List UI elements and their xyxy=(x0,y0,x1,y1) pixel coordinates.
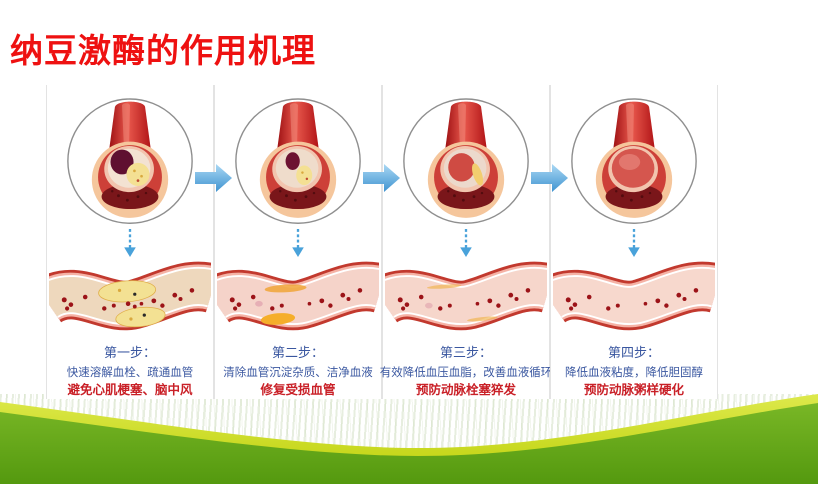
partially-cleared-artery-cross-section-illustration xyxy=(235,98,361,224)
dashed-down-arrow-icon xyxy=(628,229,640,258)
vessel-illustration-wrap xyxy=(369,256,556,340)
red-blood-cells xyxy=(397,288,531,311)
step-panel-4: 第四步： 降低血液粘度，降低胆固醇 预防动脉粥样硬化 xyxy=(537,85,724,399)
healthy-artery-cross-section-illustration xyxy=(571,98,697,224)
step-highlight: 预防动脉粥样硬化 xyxy=(583,382,684,397)
step-title: 第一步： xyxy=(103,346,156,361)
nearly-clean-artery-cross-section-illustration xyxy=(403,98,529,224)
dashed-down-arrow-icon xyxy=(460,229,472,258)
clean-healthy-artery-illustration xyxy=(537,261,724,331)
steps-row: 第一步： 快速溶解血栓、疏通血管 避免心肌梗塞、脑中风 xyxy=(33,85,724,399)
vessel-illustration-wrap xyxy=(537,256,724,340)
circle-illustration-wrap xyxy=(399,91,533,233)
step-title: 第三步： xyxy=(439,346,492,361)
right-arrow-icon xyxy=(363,161,401,195)
step-description: 清除血管沉淀杂质、洁净血液 xyxy=(223,365,373,379)
step-title: 第四步： xyxy=(607,346,660,361)
step-panel-3: 第三步： 有效降低血压血脂，改善血液循环 预防动脉栓塞猝发 xyxy=(369,85,556,399)
clogged-artery-cross-section-illustration xyxy=(67,98,193,224)
circle-illustration-wrap xyxy=(63,91,197,233)
step-highlight: 修复受损血管 xyxy=(260,382,336,397)
circle-illustration-wrap xyxy=(231,91,365,233)
step-highlight: 预防动脉栓塞猝发 xyxy=(415,382,516,397)
step-description: 快速溶解血栓、疏通血管 xyxy=(66,365,194,379)
dashed-down-arrow-icon xyxy=(292,229,304,258)
red-blood-cells xyxy=(565,288,699,311)
circle-illustration-wrap xyxy=(567,91,701,233)
red-blood-cells xyxy=(229,288,363,311)
step-caption: 第二步： 清除血管沉淀杂质、洁净血液 修复受损血管 xyxy=(223,345,373,399)
step-panel-2: 第二步： 清除血管沉淀杂质、洁净血液 修复受损血管 xyxy=(201,85,388,399)
step-caption: 第一步： 快速溶解血栓、疏通血管 避免心肌梗塞、脑中风 xyxy=(67,345,194,399)
right-arrow-icon xyxy=(195,161,233,195)
artery-with-minimal-plaque-illustration xyxy=(369,261,556,331)
step-highlight: 避免心肌梗塞、脑中风 xyxy=(67,382,193,397)
step-caption: 第四步： 降低血液粘度，降低胆固醇 预防动脉粥样硬化 xyxy=(565,345,703,399)
artery-with-heavy-plaque-illustration xyxy=(33,261,220,331)
right-arrow-icon xyxy=(531,161,569,195)
step-title: 第二步： xyxy=(271,346,324,361)
vessel-illustration-wrap xyxy=(33,256,220,340)
step-panel-1: 第一步： 快速溶解血栓、疏通血管 避免心肌梗塞、脑中风 xyxy=(33,85,220,399)
red-blood-cells xyxy=(61,288,195,311)
step-description: 降低血液粘度，降低胆固醇 xyxy=(565,365,703,379)
step-caption: 第三步： 有效降低血压血脂，改善血液循环 预防动脉栓塞猝发 xyxy=(380,345,553,399)
green-wave-decoration xyxy=(0,394,818,484)
step-description: 有效降低血压血脂，改善血液循环 xyxy=(379,365,553,379)
dashed-down-arrow-icon xyxy=(124,229,136,258)
vessel-illustration-wrap xyxy=(201,256,388,340)
page-title: 纳豆激酶的作用机理 xyxy=(10,31,316,70)
artery-with-reduced-plaque-illustration xyxy=(201,261,388,331)
